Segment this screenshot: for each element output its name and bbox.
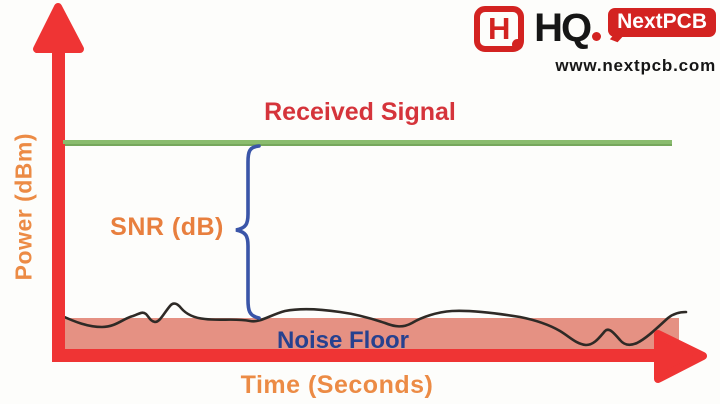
x-axis-arrowhead-icon	[654, 330, 707, 383]
logo-brand-dot-icon	[592, 32, 602, 41]
snr-label: SNR (dB)	[110, 213, 224, 241]
y-axis-line	[52, 26, 65, 362]
y-axis-arrowhead-icon	[33, 3, 84, 53]
logo-icon-dot	[512, 39, 524, 50]
snr-brace	[235, 144, 261, 320]
logo-h-letter: H	[487, 10, 511, 46]
x-axis-line	[52, 349, 664, 362]
received-signal-line-shade	[65, 144, 672, 146]
noise-floor-region	[63, 318, 679, 352]
logo-row: H HQ NextPCB	[474, 6, 716, 52]
y-axis-label: Power (dBm)	[10, 132, 37, 281]
website-url: www.nextpcb.com	[555, 56, 716, 75]
received-signal-line	[63, 140, 672, 144]
noise-waveform-line	[58, 302, 688, 347]
received-signal-label: Received Signal	[264, 98, 456, 126]
nextpcb-logo: H HQ NextPCB www.nextpcb.com	[474, 6, 716, 76]
nextpcb-badge: NextPCB	[608, 8, 716, 37]
hq-logo-icon: H	[474, 6, 525, 52]
logo-brand-text: HQ	[534, 6, 602, 50]
noise-floor-label: Noise Floor	[276, 327, 409, 354]
logo-brand-letters: HQ	[534, 6, 592, 50]
x-axis-label: Time (Seconds)	[240, 371, 434, 399]
